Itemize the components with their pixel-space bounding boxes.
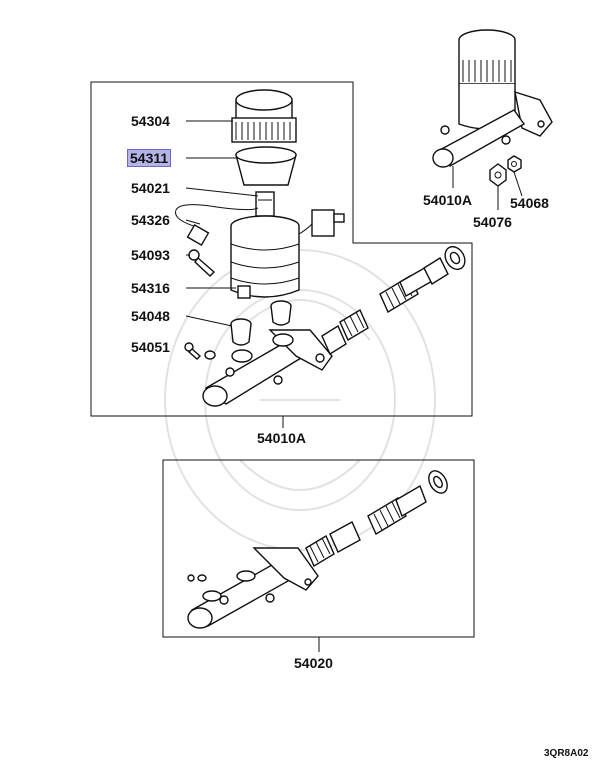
pin <box>184 342 216 360</box>
callout-54051[interactable]: 54051 <box>131 339 170 355</box>
reservoir-cap <box>231 89 297 143</box>
leader-lines <box>185 120 523 652</box>
callout-54326[interactable]: 54326 <box>131 212 170 228</box>
group-box-main <box>90 81 473 417</box>
callout-54093[interactable]: 54093 <box>131 247 170 263</box>
callout-54076[interactable]: 54076 <box>473 214 512 230</box>
reservoir-filter <box>235 146 297 186</box>
callout-54010a-main[interactable]: 54010A <box>257 430 307 446</box>
callout-54020[interactable]: 54020 <box>294 655 333 671</box>
figure-code: 3QR8A02 <box>544 748 589 759</box>
callout-54048[interactable]: 54048 <box>131 308 170 324</box>
callout-54068[interactable]: 54068 <box>510 195 549 211</box>
master-cylinder-body <box>202 329 333 407</box>
master-cylinder-body-54020 <box>187 470 448 629</box>
callout-54311[interactable]: 54311 <box>126 149 172 167</box>
float-switch <box>255 191 275 217</box>
master-cylinder-assembled <box>432 29 553 168</box>
grommet <box>230 300 292 346</box>
callout-54304[interactable]: 54304 <box>131 113 170 129</box>
screw <box>188 249 216 277</box>
nut <box>489 163 507 187</box>
sensor-wire <box>175 204 345 247</box>
reservoir-tank <box>230 215 300 299</box>
washer <box>507 155 522 173</box>
callout-54021[interactable]: 54021 <box>131 180 170 196</box>
callout-54316[interactable]: 54316 <box>131 280 170 296</box>
callout-54010a-top[interactable]: 54010A <box>423 192 473 208</box>
piston-assembly <box>321 245 466 356</box>
